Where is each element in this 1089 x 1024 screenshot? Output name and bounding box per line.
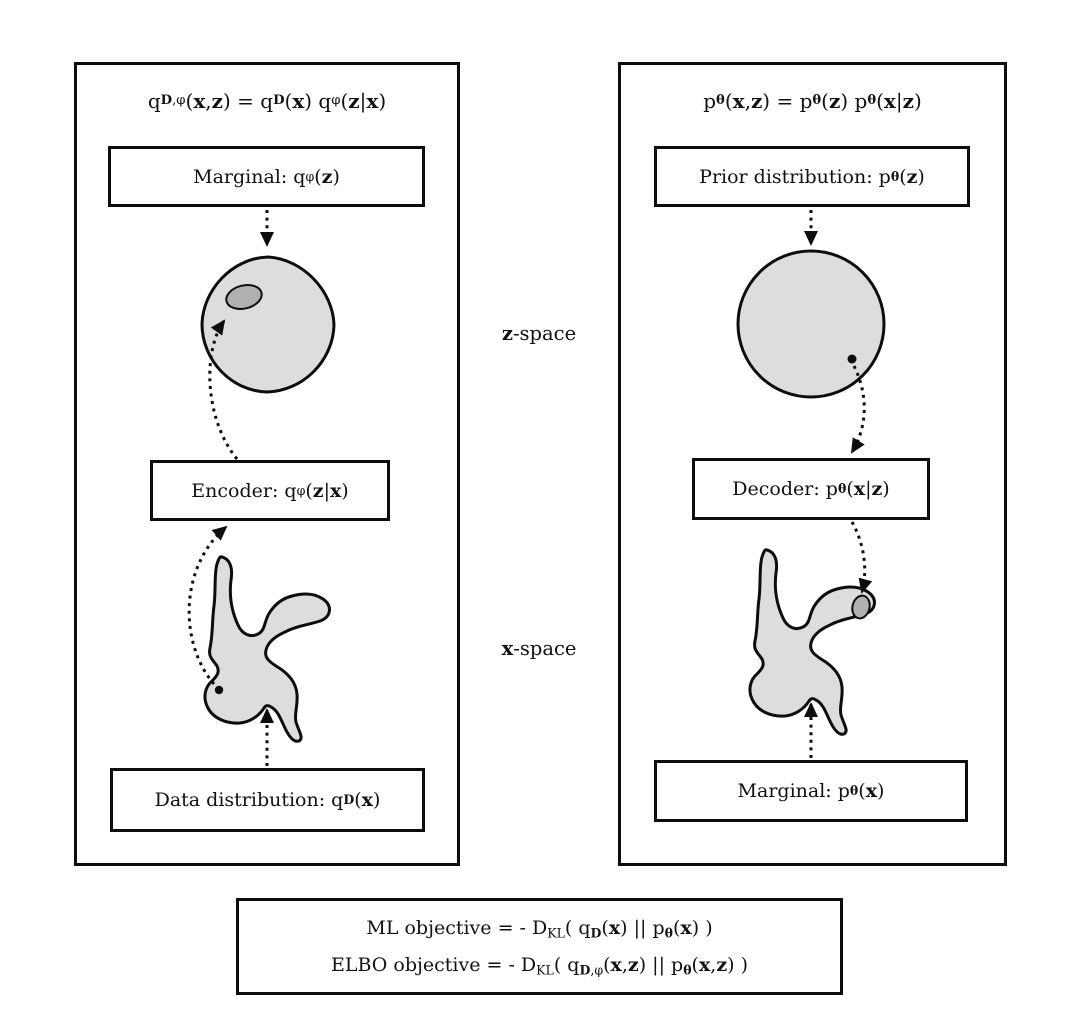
- posterior-density-ellipse: [225, 284, 263, 310]
- x-space-manifold-right: [748, 548, 876, 736]
- arrow-zsample-to-decoder: [850, 365, 866, 454]
- z-space-region-right: [736, 249, 886, 399]
- z-space-region-left: [200, 255, 336, 394]
- z-space-label: z-space: [501, 321, 577, 345]
- generative-model-panel: [618, 62, 1007, 866]
- elbo-objective-line: ELBO objective = - DKL( qD,φ(x,z) || pθ(…: [330, 953, 749, 977]
- x-space-manifold-left: [203, 555, 331, 743]
- x-space-label: x-space: [501, 636, 577, 660]
- arrow-encoder-to-posterior: [208, 319, 239, 460]
- arrow-decoder-to-likelihood: [850, 521, 873, 594]
- objective-box: ML objective = - DKL( qD(x) || pθ(x) ) E…: [236, 898, 843, 995]
- z-sample-point: [847, 354, 857, 364]
- ml-objective-line: ML objective = - DKL( qD(x) || pθ(x) ): [366, 916, 713, 940]
- x-sample-point: [214, 685, 224, 695]
- inference-model-panel: [74, 62, 460, 866]
- likelihood-density-ellipse: [851, 594, 871, 620]
